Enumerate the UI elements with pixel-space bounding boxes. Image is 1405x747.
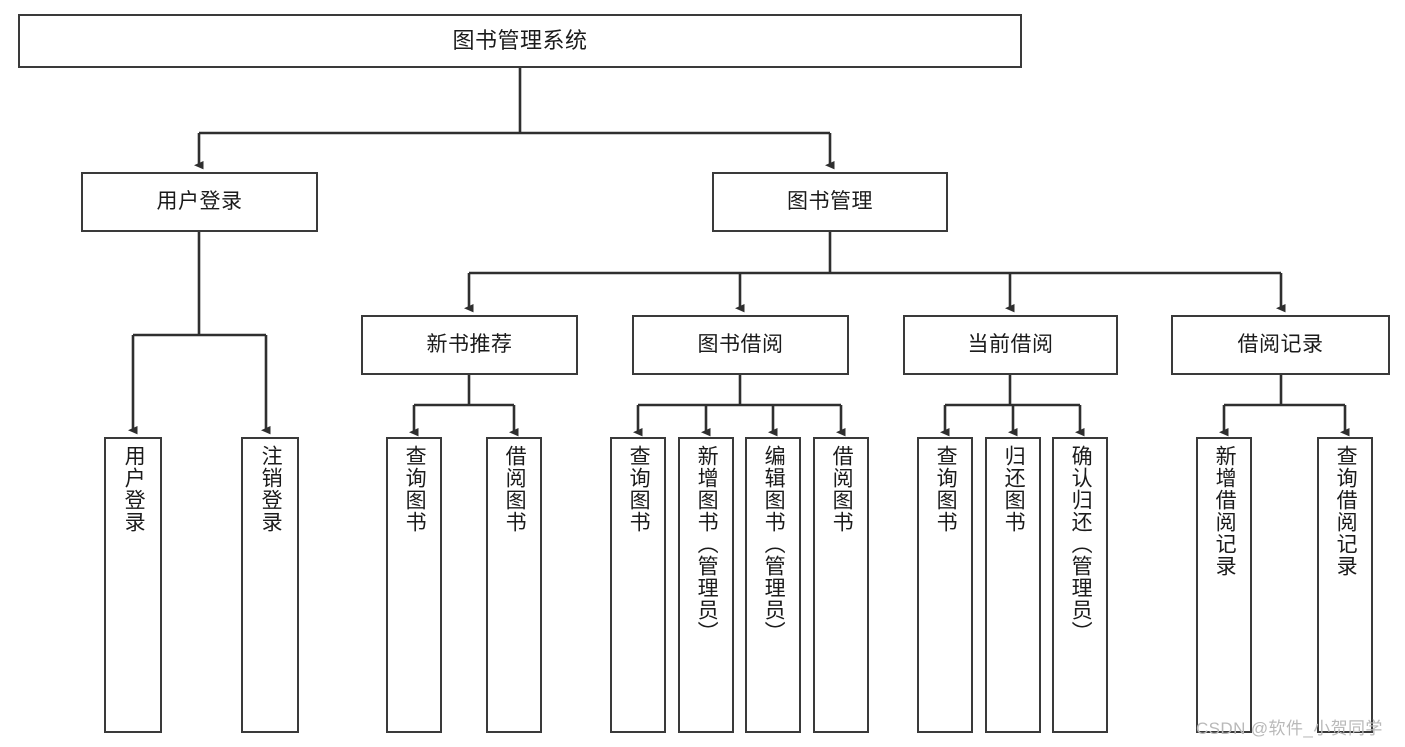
node-label: 查询图书	[627, 445, 651, 533]
node-leaf-borrow-book-recommend[interactable]: 借阅图书	[486, 437, 542, 733]
node-label: 查询图书	[403, 445, 427, 533]
node-label: 图书管理系统	[452, 27, 588, 53]
node-label: 编辑图书（管理员）	[762, 445, 786, 643]
node-label: 新增借阅记录	[1213, 445, 1237, 577]
csdn-watermark: CSDN @软件_小贺同学	[1196, 714, 1383, 739]
node-label: 用户登录	[122, 445, 146, 533]
node-leaf-query-book-borrow[interactable]: 查询图书	[610, 437, 666, 733]
node-leaf-query-book-recommend[interactable]: 查询图书	[386, 437, 442, 733]
node-borrow-record[interactable]: 借阅记录	[1171, 315, 1390, 375]
node-label: 查询借阅记录	[1334, 445, 1358, 577]
node-label: 新书推荐	[426, 333, 513, 357]
node-leaf-logout[interactable]: 注销登录	[241, 437, 299, 733]
node-label: 图书管理	[787, 190, 873, 214]
node-leaf-return-book[interactable]: 归还图书	[985, 437, 1041, 733]
node-leaf-query-borrow-record[interactable]: 查询借阅记录	[1317, 437, 1373, 733]
node-label: 借阅图书	[503, 445, 527, 533]
node-leaf-confirm-return-admin[interactable]: 确认归还（管理员）	[1052, 437, 1108, 733]
node-label: 图书借阅	[697, 333, 784, 357]
node-label: 当前借阅	[967, 333, 1054, 357]
node-book-borrow[interactable]: 图书借阅	[632, 315, 849, 375]
node-label: 确认归还（管理员）	[1069, 445, 1093, 643]
node-label: 用户登录	[156, 190, 243, 214]
node-user-login[interactable]: 用户登录	[81, 172, 318, 232]
node-label: 新增图书（管理员）	[695, 445, 719, 643]
node-leaf-query-book-current[interactable]: 查询图书	[917, 437, 973, 733]
node-label: 归还图书	[1002, 445, 1026, 533]
node-book-management[interactable]: 图书管理	[712, 172, 948, 232]
node-current-borrow[interactable]: 当前借阅	[903, 315, 1118, 375]
node-leaf-user-login[interactable]: 用户登录	[104, 437, 162, 733]
node-leaf-add-book-admin[interactable]: 新增图书（管理员）	[678, 437, 734, 733]
node-label: 查询图书	[934, 445, 958, 533]
watermark-text: CSDN @软件_小贺同学	[1196, 719, 1383, 738]
node-label: 借阅图书	[830, 445, 854, 533]
node-leaf-borrow-book[interactable]: 借阅图书	[813, 437, 869, 733]
node-label: 借阅记录	[1237, 333, 1324, 357]
node-root-book-management-system[interactable]: 图书管理系统	[18, 14, 1022, 68]
node-leaf-edit-book-admin[interactable]: 编辑图书（管理员）	[745, 437, 801, 733]
node-new-book-recommend[interactable]: 新书推荐	[361, 315, 578, 375]
node-label: 注销登录	[259, 445, 283, 533]
node-leaf-add-borrow-record[interactable]: 新增借阅记录	[1196, 437, 1252, 733]
